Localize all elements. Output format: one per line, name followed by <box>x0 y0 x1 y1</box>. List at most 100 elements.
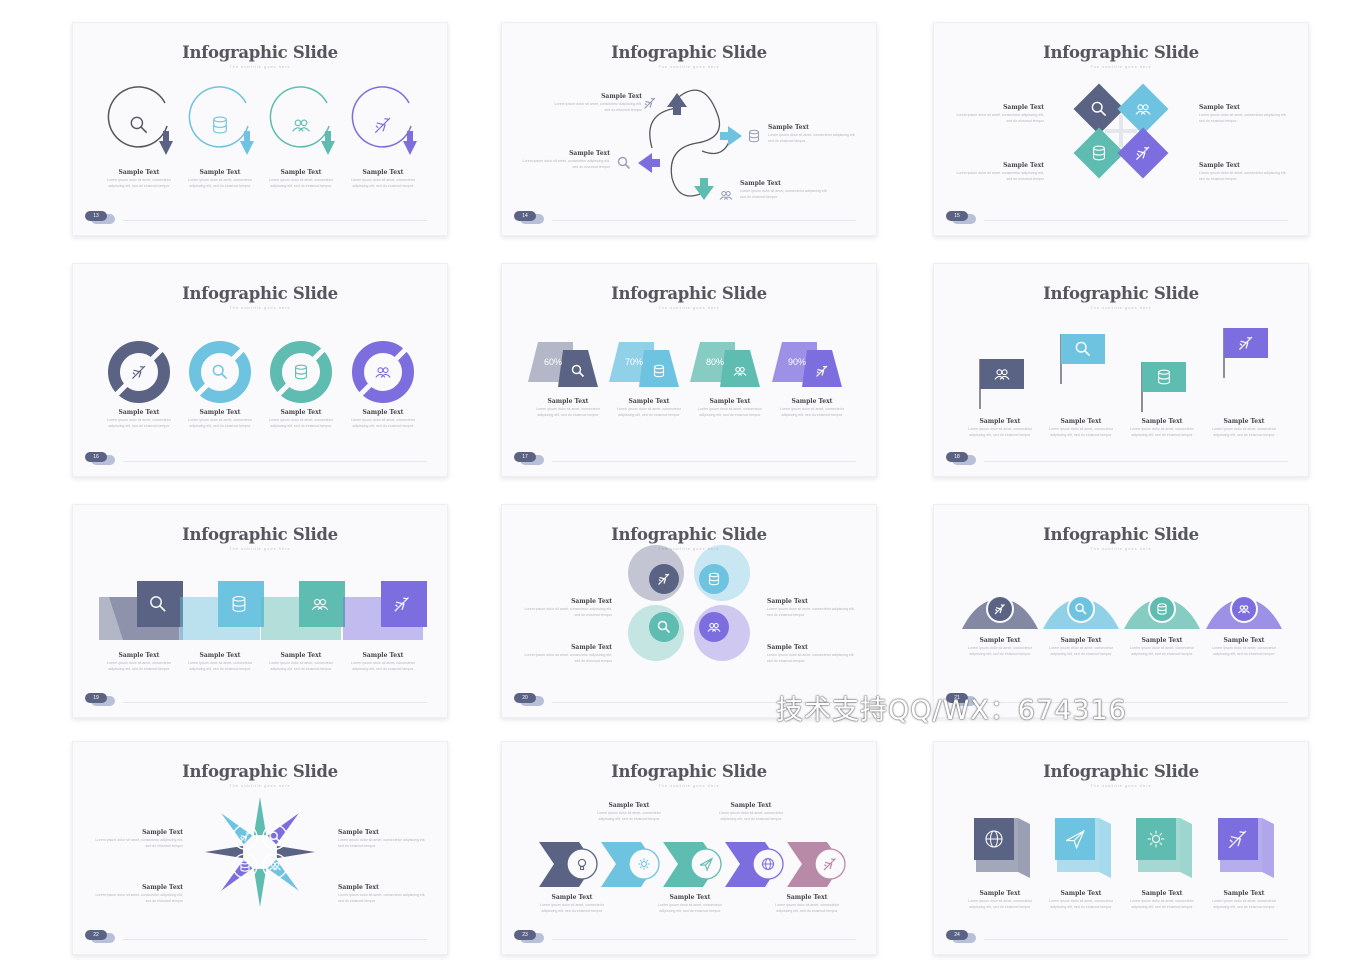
slide-thumbnail[interactable]: Infographic Slide The subtitle goes here… <box>501 741 877 955</box>
sample-item-desc: Lorem ipsum dolor sit amet, consectetur … <box>269 661 333 671</box>
database-icon <box>295 364 307 380</box>
sun-icon <box>1147 830 1165 848</box>
sample-item-desc: Lorem ipsum dolor sit amet, consectetur … <box>780 407 844 417</box>
sample-item: Sample Text Lorem ipsum dolor sit amet, … <box>592 802 666 822</box>
search-icon <box>1075 603 1087 615</box>
sun-icon <box>638 858 650 870</box>
slide-thumbnail[interactable]: Infographic Slide The subtitle goes here… <box>72 504 448 718</box>
diamond-arrow <box>1073 83 1125 135</box>
slide-thumbnail[interactable]: Infographic Slide The subtitle goes here… <box>933 504 1309 718</box>
sample-item: Sample Text Lorem ipsum dolor sit amet, … <box>102 652 176 672</box>
sample-item-desc: Lorem ipsum dolor sit amet, consectetur … <box>338 838 426 848</box>
slide-title: Infographic Slide <box>1043 43 1199 62</box>
cube-face <box>1055 818 1095 860</box>
sample-item-label: Sample Text <box>1199 162 1240 169</box>
arrow-head <box>159 141 173 155</box>
sample-item: Sample Text Lorem ipsum dolor sit amet, … <box>740 180 830 200</box>
page-number-badge: 18 <box>946 452 976 466</box>
infographic-graphic <box>974 818 1274 878</box>
percent-label: 60% <box>544 357 562 367</box>
sample-item-desc: Lorem ipsum dolor sit amet, consectetur … <box>1199 171 1287 181</box>
sample-item-label: Sample Text <box>280 409 322 416</box>
slide-thumbnail[interactable]: Infographic Slide The subtitle goes here… <box>72 22 448 236</box>
ring-gap <box>354 343 412 401</box>
airplane-icon <box>1228 830 1247 849</box>
slide-thumbnail[interactable]: Infographic Slide The subtitle goes here… <box>72 741 448 955</box>
slide-thumbnail[interactable]: Infographic Slide The subtitle goes here… <box>501 22 877 236</box>
slide-title: Infographic Slide <box>182 762 338 781</box>
slide-thumbnail[interactable]: Infographic Slide The subtitle goes here… <box>501 504 877 718</box>
sample-item-label: Sample Text <box>118 652 160 659</box>
slide-title: Infographic Slide <box>611 762 767 781</box>
sample-item-label: Sample Text <box>280 169 322 176</box>
sample-item: Sample Text Lorem ipsum dolor sit amet, … <box>963 418 1037 438</box>
slide-subtitle: The subtitle goes here <box>658 783 720 788</box>
sample-item-desc: Lorem ipsum dolor sit amet, consectetur … <box>1212 427 1276 437</box>
paper-plane-icon <box>699 857 714 872</box>
page-number: 19 <box>85 693 107 703</box>
slide-thumbnail[interactable]: Infographic Slide The subtitle goes here… <box>72 263 448 477</box>
sample-item: Sample Text Lorem ipsum dolor sit amet, … <box>93 829 184 849</box>
footer-line <box>123 461 427 462</box>
sample-item-desc: Lorem ipsum dolor sit amet, consectetur … <box>1130 427 1194 437</box>
sample-item-desc: Lorem ipsum dolor sit amet, consectetur … <box>107 661 171 671</box>
airplane-icon <box>658 573 670 585</box>
infographic-graphic <box>1073 83 1169 179</box>
airplane-icon <box>644 97 656 109</box>
users-icon <box>994 369 1010 380</box>
sample-item: Sample Text Lorem ipsum dolor sit amet, … <box>1207 637 1281 657</box>
database-icon <box>213 116 227 134</box>
sample-item-label: Sample Text <box>118 409 160 416</box>
curved-path <box>649 107 733 155</box>
page-number-badge: 21 <box>946 693 976 707</box>
page-number-badge: 16 <box>85 452 115 466</box>
footer-line <box>552 220 856 221</box>
sample-item: Sample Text Lorem ipsum dolor sit amet, … <box>338 829 428 849</box>
flag <box>980 359 1024 389</box>
cube-side <box>1099 818 1111 878</box>
footer-line <box>552 702 856 703</box>
airplane-icon <box>131 365 146 380</box>
slide-title: Infographic Slide <box>611 284 767 303</box>
sample-item-desc: Lorem ipsum dolor sit amet, consectetur … <box>617 407 681 417</box>
sample-item-label: Sample Text <box>1141 637 1183 644</box>
page-number-badge: 20 <box>514 693 544 707</box>
airplane-icon <box>394 597 409 612</box>
infographic-graphic <box>628 545 750 661</box>
sample-item-desc: Lorem ipsum dolor sit amet, consectetur … <box>768 133 856 143</box>
users-icon <box>311 598 329 611</box>
slide-subtitle: The subtitle goes here <box>229 305 291 310</box>
footer-line <box>984 220 1288 221</box>
arrow-head <box>321 141 335 155</box>
page-number: 20 <box>514 693 536 703</box>
search-icon <box>150 596 166 612</box>
slide-thumbnail[interactable]: Infographic Slide The subtitle goes here… <box>933 22 1309 236</box>
sample-item-desc: Lorem ipsum dolor sit amet, consectetur … <box>95 893 184 903</box>
star-point <box>253 868 267 907</box>
slide-thumbnail[interactable]: Infographic Slide The subtitle goes here… <box>501 263 877 477</box>
sample-item-label: Sample Text <box>280 652 322 659</box>
page-number-badge: 15 <box>946 211 976 225</box>
database-icon <box>748 129 760 143</box>
slide-title: Infographic Slide <box>1043 284 1199 303</box>
sample-item-desc: Lorem ipsum dolor sit amet, consectetur … <box>1212 646 1276 656</box>
page-number-badge: 13 <box>85 211 115 225</box>
users-icon <box>733 366 747 376</box>
sample-item-desc: Lorem ipsum dolor sit amet, consectetur … <box>522 159 611 169</box>
slide-title: Infographic Slide <box>1043 525 1199 544</box>
search-icon <box>269 831 281 843</box>
page-number-badge: 14 <box>514 211 544 225</box>
sample-item: Sample Text Lorem ipsum dolor sit amet, … <box>346 409 420 429</box>
sample-item-desc: Lorem ipsum dolor sit amet, consectetur … <box>524 653 613 663</box>
sample-item: Sample Text Lorem ipsum dolor sit amet, … <box>535 894 609 914</box>
slide-thumbnail[interactable]: Infographic Slide The subtitle goes here… <box>933 741 1309 955</box>
sample-item: Sample Text Lorem ipsum dolor sit amet, … <box>520 150 611 170</box>
database-icon <box>653 364 665 378</box>
sample-item: Sample Text Lorem ipsum dolor sit amet, … <box>102 169 176 189</box>
circular-arrow <box>269 86 330 148</box>
slide-thumbnail[interactable]: Infographic Slide The subtitle goes here… <box>933 263 1309 477</box>
users-icon <box>707 622 721 632</box>
arrow-head <box>240 141 254 155</box>
sample-item-desc: Lorem ipsum dolor sit amet, consectetur … <box>698 407 762 417</box>
page-number-badge: 22 <box>85 930 115 944</box>
